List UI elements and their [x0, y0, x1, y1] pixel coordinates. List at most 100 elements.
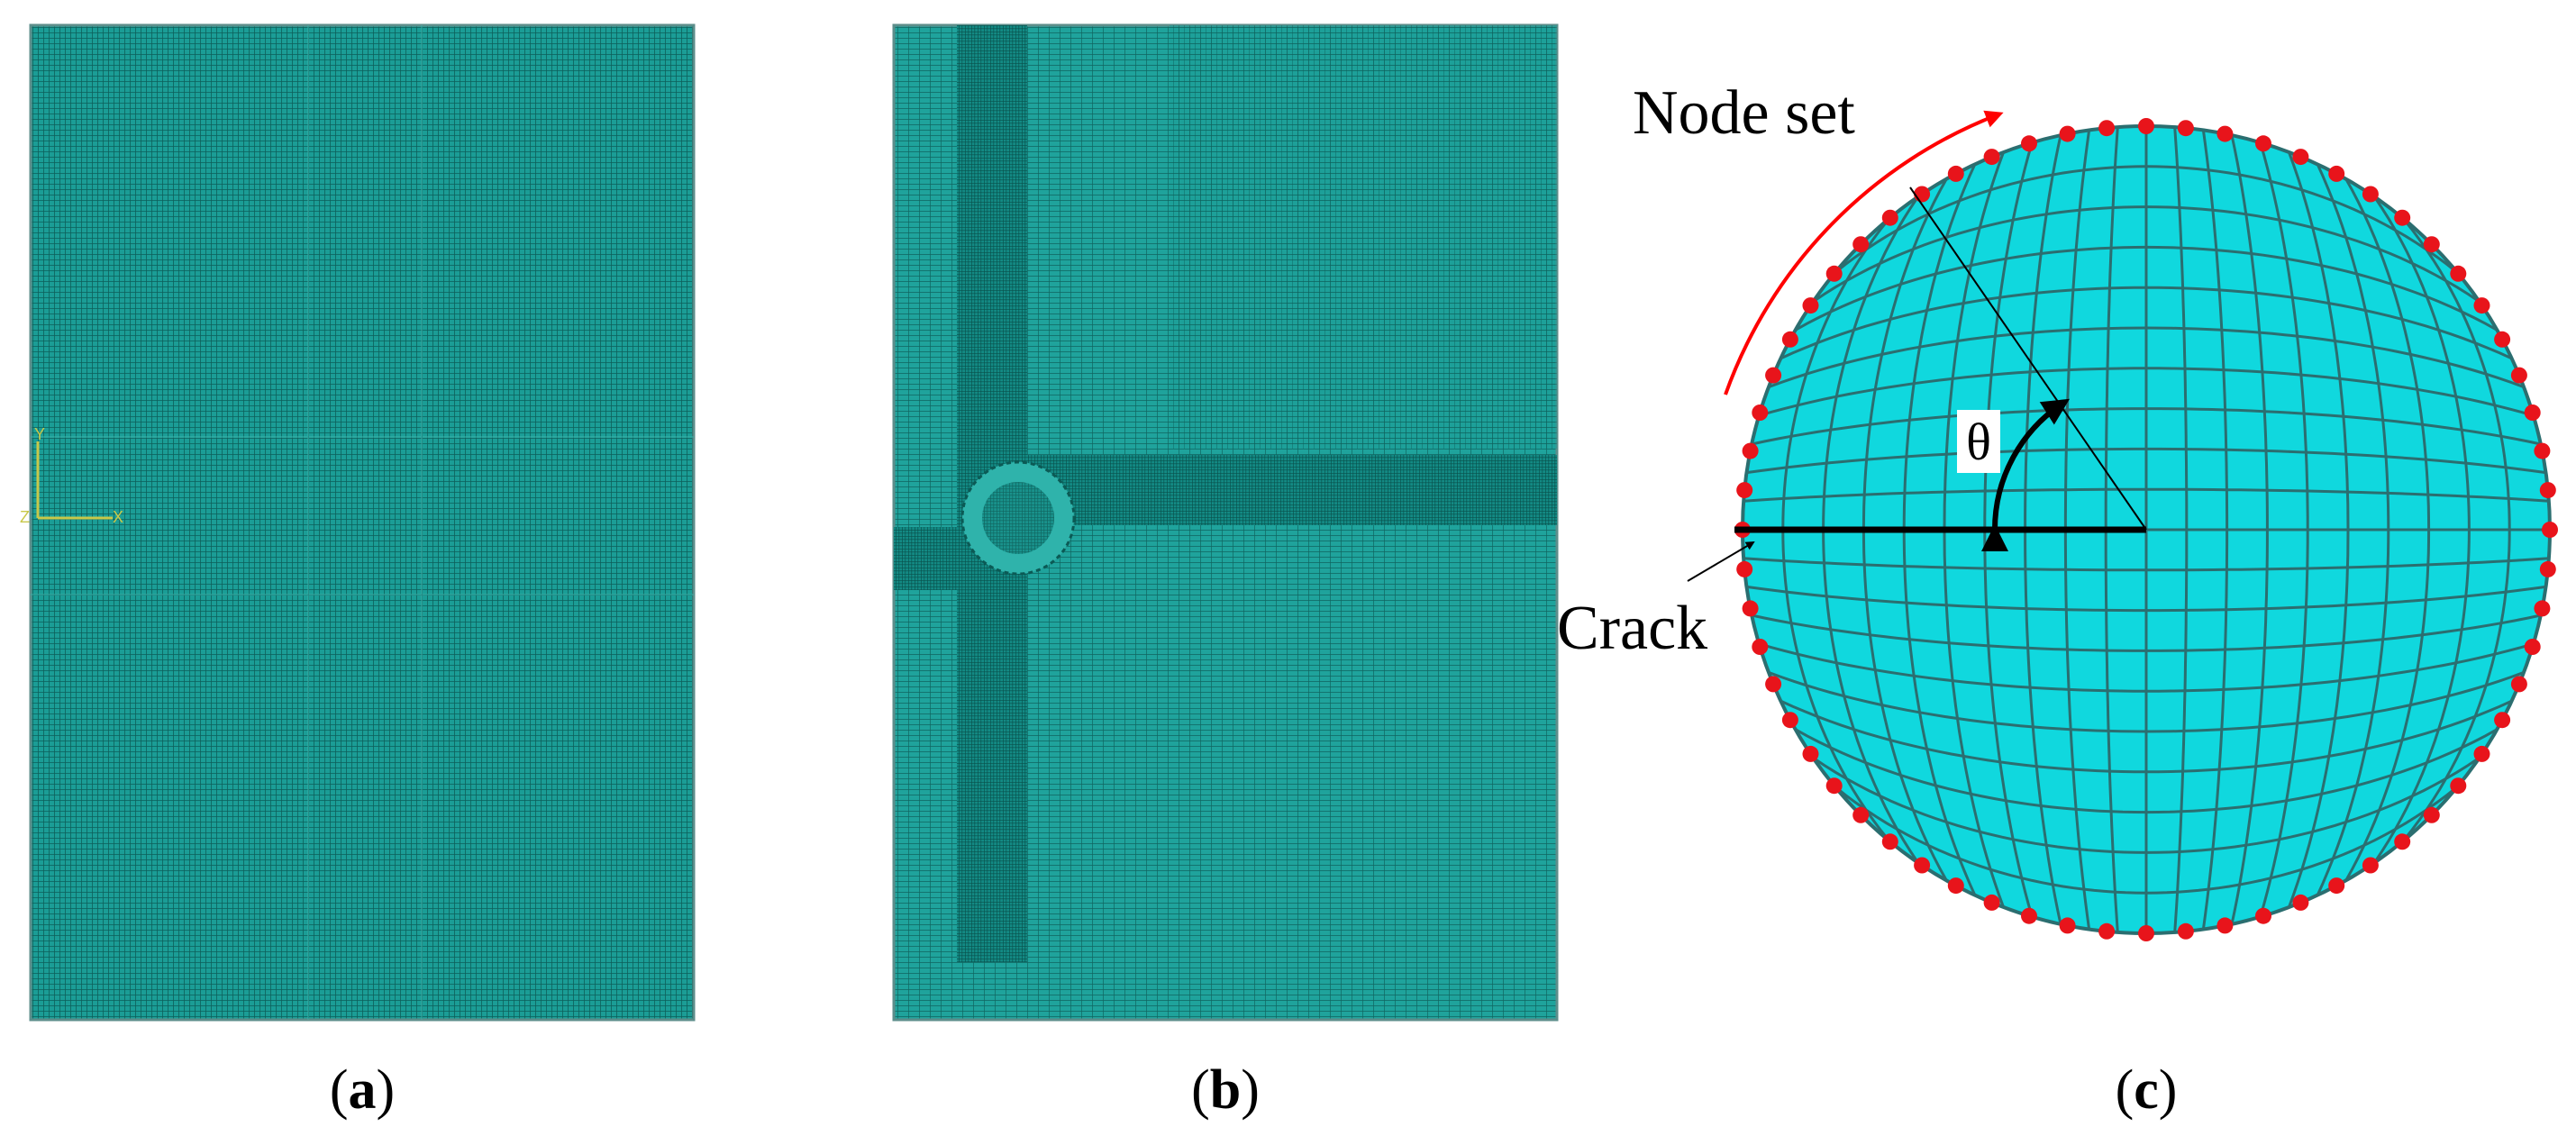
node-dot [1802, 745, 1819, 762]
refined-band-horizontal [991, 455, 1557, 525]
node-dot [2539, 482, 2556, 499]
node-dot [2021, 907, 2037, 924]
mesh-line [2344, 177, 2431, 882]
node-dot [2534, 600, 2551, 617]
caption-c: (c) [2116, 1059, 2178, 1121]
node-dot [2423, 236, 2440, 253]
node-dot [1736, 560, 1753, 577]
node-dot [1781, 331, 1798, 348]
axis-x-label: X [113, 508, 123, 526]
node-dot [2216, 125, 2234, 142]
node-dot [2524, 404, 2541, 421]
node-dot [1752, 404, 1769, 421]
node-dot [2059, 125, 2076, 142]
mesh-line [2173, 126, 2189, 933]
node-dot [2328, 877, 2345, 895]
mesh-plate-a [29, 23, 696, 1022]
node-dot [1881, 833, 1898, 850]
refined-band-left [894, 527, 959, 590]
node-dot [2098, 922, 2116, 940]
node-dot [1765, 367, 1782, 384]
mesh-line [2373, 195, 2471, 864]
node-dot [1947, 165, 1964, 182]
node-dot [2292, 894, 2309, 911]
mesh-line [2316, 163, 2390, 896]
coarse-zone-b [1170, 25, 1557, 449]
node-dot [2177, 922, 2194, 940]
theta-arc-arrow [1981, 398, 2071, 552]
mesh-line [1794, 728, 2499, 814]
panel-a: Y X Z (a) [20, 23, 696, 1121]
axis-y-label: Y [34, 425, 45, 443]
mesh-line [1780, 699, 2513, 774]
theta-label: θ [1966, 413, 1991, 471]
node-dot [2362, 186, 2379, 203]
mesh-line [1768, 670, 2525, 733]
node-dot [2177, 120, 2194, 137]
node-dot [2292, 149, 2309, 166]
crack-pointer [1687, 541, 1755, 582]
axis-triad: Y X Z [20, 425, 123, 526]
node-dot [1765, 676, 1782, 693]
node-dot [1983, 149, 2000, 166]
node-dot [2450, 265, 2467, 282]
node-dot [2255, 135, 2271, 152]
node-dot [2138, 925, 2154, 941]
node-dot [2524, 639, 2541, 655]
node-dot [1825, 265, 1843, 282]
mesh-partitions-a [31, 25, 694, 1020]
node-dot [2534, 442, 2551, 459]
node-dot [2362, 857, 2379, 874]
mesh-line [2201, 130, 2229, 930]
mesh-line [2259, 141, 2309, 918]
node-set-arrow [1724, 110, 2004, 395]
node-dot [2542, 522, 2558, 538]
mesh-line [1751, 613, 2542, 652]
node-dot [2255, 907, 2271, 924]
node-dot [1742, 442, 1759, 459]
node-dot [2394, 209, 2411, 226]
node-dot [2216, 917, 2234, 934]
node-dot [1983, 894, 2000, 911]
crack-label: Crack [1557, 594, 1707, 663]
mesh-line [1758, 642, 2535, 693]
node-dot [2098, 120, 2116, 137]
node-dot [2138, 118, 2154, 134]
node-dot [1802, 297, 1819, 314]
node-dot [1781, 712, 1798, 729]
node-dot [2539, 560, 2556, 577]
panel-c: θ Node set Crack (c) [1557, 78, 2558, 1121]
node-dot [1947, 877, 1964, 895]
node-dot [1825, 777, 1843, 795]
node-dot [2494, 712, 2511, 729]
node-dot [1852, 236, 1870, 253]
caption-a: (a) [330, 1059, 395, 1121]
theta-ray [1909, 186, 2147, 531]
mesh-line [1834, 785, 2459, 895]
node-dot [1881, 209, 1898, 226]
node-set-dots [1734, 118, 2558, 941]
node-set-label: Node set [1633, 78, 1855, 148]
node-dot [2494, 331, 2511, 348]
node-dot [2450, 777, 2467, 795]
node-dot [2473, 745, 2490, 762]
node-dot [1752, 639, 1769, 655]
node-dot [1914, 857, 1931, 874]
axis-z-label: Z [20, 508, 30, 526]
node-dot [2510, 676, 2527, 693]
caption-b: (b) [1191, 1059, 1260, 1121]
hole-refined-core [982, 482, 1054, 554]
node-dot [1852, 806, 1870, 823]
node-dot [2473, 297, 2490, 314]
mesh-line [1743, 557, 2550, 572]
node-dot [2423, 806, 2440, 823]
node-dot [2510, 367, 2527, 384]
node-dot [2394, 833, 2411, 850]
node-dot [1914, 186, 1931, 203]
node-dot [2059, 917, 2076, 934]
mesh-line [2287, 151, 2350, 908]
node-dot [2021, 135, 2037, 152]
mesh-line [1812, 757, 2480, 854]
mesh-line [1746, 585, 2546, 613]
mesh-line [2401, 217, 2511, 842]
